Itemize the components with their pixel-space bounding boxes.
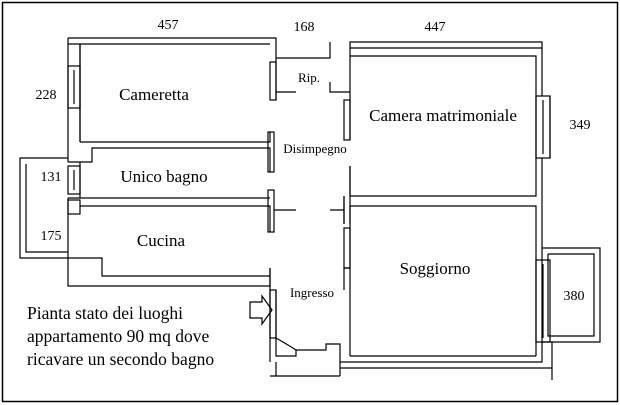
- balcony-left-inner: [25, 164, 68, 253]
- window-bagno: [67, 165, 81, 195]
- room-label-cucina: Cucina: [137, 231, 186, 250]
- cameretta-walls: [79, 44, 271, 143]
- balcony-left: [19, 157, 68, 259]
- camera-door-jamb: [343, 99, 351, 141]
- dim-top-right: 447: [425, 20, 446, 35]
- dim-top-mid: 168: [294, 20, 315, 35]
- note-line-3: ricavare un secondo bagno: [27, 349, 214, 369]
- room-label-unico-bagno: Unico bagno: [120, 167, 207, 186]
- room-label-disimpegno: Disimpegno: [283, 141, 347, 156]
- ingresso-door: [269, 289, 277, 339]
- note-line-1: Pianta stato dei luoghi: [27, 303, 183, 323]
- bottom-right-wall: [340, 342, 553, 380]
- cucina-window-stub: [67, 199, 81, 215]
- balcony-right: [542, 247, 601, 343]
- room-label-ripostiglio: Rip.: [298, 70, 320, 85]
- walls: [19, 37, 601, 380]
- ingresso-walls: [269, 268, 341, 362]
- room-label-cameretta: Cameretta: [119, 85, 189, 104]
- soggiorno-top-wall: [343, 166, 537, 248]
- dim-top-left: 457: [158, 18, 179, 33]
- top-wall-right: [349, 41, 543, 49]
- cucina-bottom-outer: [67, 258, 271, 287]
- window-soggiorno: [535, 259, 551, 343]
- soggiorno-outer: [340, 248, 543, 363]
- bagno-top-wall: [68, 147, 271, 172]
- room-label-camera-matrimoniale: Camera matrimoniale: [369, 106, 517, 125]
- cucina-door-jamb: [267, 189, 275, 233]
- cucina-bottom-wall: [68, 257, 270, 277]
- ingresso-door-swing: [275, 337, 297, 351]
- room-label-soggiorno: Soggiorno: [400, 259, 471, 278]
- balcony-right-inner: [547, 253, 595, 337]
- right-wall-upper: [541, 48, 551, 248]
- dim-left-mid: 131: [41, 170, 62, 185]
- room-label-ingresso: Ingresso: [290, 285, 334, 300]
- corridor-stub-right: [330, 196, 345, 224]
- entrance-arrow-icon: [249, 294, 273, 326]
- dim-left-lower: 175: [41, 229, 62, 244]
- dim-left-upper: 228: [36, 88, 57, 103]
- note-line-2: appartamento 90 mq dove: [27, 326, 209, 346]
- dim-right-upper: 349: [570, 118, 591, 133]
- dim-right-lower: 380: [564, 289, 585, 304]
- soggiorno-door-jamb: [343, 227, 351, 269]
- top-wall-left: [68, 37, 331, 59]
- disimpegno-wall-left: [267, 131, 275, 173]
- ingresso-landing: [270, 362, 341, 377]
- rip-door-jamb: [269, 61, 277, 101]
